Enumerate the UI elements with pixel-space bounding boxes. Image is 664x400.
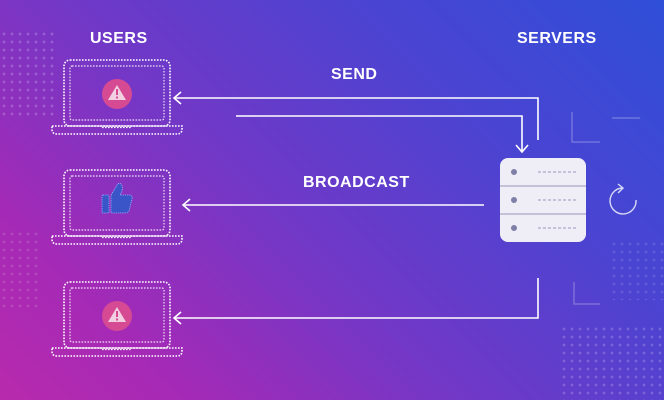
thumbs-up-icon bbox=[101, 183, 133, 214]
server-rack bbox=[500, 158, 586, 242]
send-label: SEND bbox=[331, 66, 378, 83]
warning-icon bbox=[102, 79, 132, 109]
warning-icon bbox=[102, 301, 132, 331]
server-to-user-connector bbox=[172, 278, 539, 325]
broadcast-connector bbox=[181, 198, 484, 212]
send-connector bbox=[172, 91, 539, 154]
server-unit-2 bbox=[511, 197, 578, 203]
server-unit-3 bbox=[511, 225, 578, 231]
decorative-frame bbox=[571, 112, 640, 305]
servers-heading: SERVERS bbox=[517, 30, 597, 47]
server-unit-1 bbox=[511, 169, 578, 175]
refresh-icon bbox=[609, 183, 637, 215]
dot-pattern-right bbox=[610, 240, 664, 300]
users-heading: USERS bbox=[90, 30, 148, 47]
dot-pattern-top-left bbox=[0, 30, 56, 120]
user-laptop-2 bbox=[51, 169, 183, 245]
broadcast-label: BROADCAST bbox=[303, 174, 410, 191]
dot-pattern-bottom-right bbox=[560, 325, 664, 400]
user-laptop-3 bbox=[51, 281, 183, 357]
dot-pattern-left bbox=[0, 230, 40, 310]
user-laptop-1 bbox=[51, 59, 183, 135]
